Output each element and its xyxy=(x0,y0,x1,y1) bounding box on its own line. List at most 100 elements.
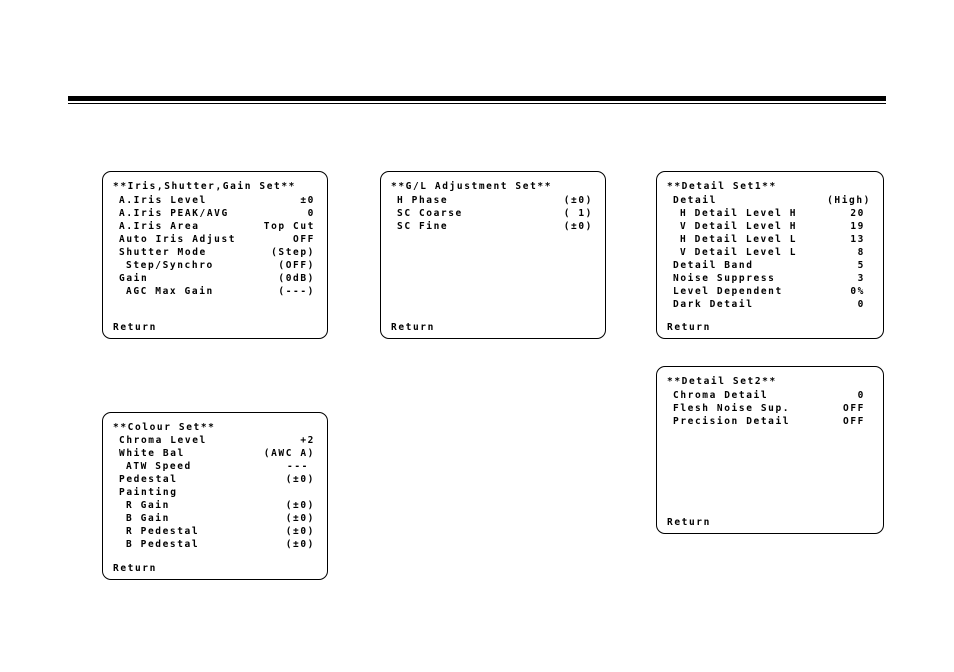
item-label: Flesh Noise Sup. xyxy=(673,403,791,414)
item-value: 0 xyxy=(857,299,865,310)
item-value: Top Cut xyxy=(263,221,315,232)
item-value: (±0) xyxy=(285,500,315,511)
item-label: Chroma Detail xyxy=(673,390,769,401)
menu-item-noise-suppress[interactable]: Noise Suppress 3 xyxy=(673,272,865,285)
menu-item-dark-detail[interactable]: Dark Detail 0 xyxy=(673,298,865,311)
item-label: Auto Iris Adjust xyxy=(119,234,237,245)
menu-item-shutter-mode[interactable]: Shutter Mode(Step) xyxy=(119,246,315,259)
item-label: Dark Detail xyxy=(673,299,754,310)
item-label: H Phase xyxy=(397,195,449,206)
menu-item-h-detail-level-l[interactable]: H Detail Level L 13 xyxy=(680,233,865,246)
item-label: B Gain xyxy=(126,513,170,524)
item-label: Gain xyxy=(119,273,149,284)
return-item[interactable]: Return xyxy=(391,322,435,333)
item-value: (---) xyxy=(278,286,315,297)
item-label: H Detail Level L xyxy=(680,234,798,245)
item-label: Noise Suppress xyxy=(673,273,776,284)
detail-set2-menu: **Detail Set2** Chroma Detail 0 Flesh Noi… xyxy=(656,366,884,534)
item-label: Painting xyxy=(119,487,178,498)
return-item[interactable]: Return xyxy=(667,322,711,333)
item-value: 20 xyxy=(850,208,865,219)
menu-title: **Detail Set2** xyxy=(667,376,777,387)
item-label: Precision Detail xyxy=(673,416,791,427)
item-value: OFF xyxy=(293,234,315,245)
item-label: Detail xyxy=(673,195,717,206)
return-item[interactable]: Return xyxy=(113,322,157,333)
item-value: 0% xyxy=(850,286,865,297)
item-value: ( 1) xyxy=(563,208,593,219)
header-rule-thin xyxy=(68,103,886,104)
menu-item-a-iris-level[interactable]: A.Iris Level±0 xyxy=(119,194,315,207)
menu-item-h-detail-level-h[interactable]: H Detail Level H 20 xyxy=(680,207,865,220)
item-value: 19 xyxy=(850,221,865,232)
item-value: 13 xyxy=(850,234,865,245)
menu-item-r-pedestal[interactable]: R Pedestal(±0) xyxy=(126,525,315,538)
item-value: +2 xyxy=(300,435,315,446)
item-value: (±0) xyxy=(285,526,315,537)
item-label: ATW Speed xyxy=(126,461,192,472)
menu-item-pedestal[interactable]: Pedestal(±0) xyxy=(119,473,315,486)
item-value: (Step) xyxy=(271,247,315,258)
item-value: (±0) xyxy=(563,221,593,232)
item-value: 3 xyxy=(857,273,865,284)
menu-item-h-phase[interactable]: H Phase (±0) xyxy=(397,194,593,207)
menu-item-chroma-level[interactable]: Chroma Level+2 xyxy=(119,434,315,447)
menu-item-b-gain[interactable]: B Gain (±0) xyxy=(126,512,315,525)
menu-item-auto-iris-adjust[interactable]: Auto Iris Adjust OFF xyxy=(119,233,315,246)
menu-item-sc-coarse[interactable]: SC Coarse( 1) xyxy=(397,207,593,220)
menu-item-flesh-noise-sup[interactable]: Flesh Noise Sup. OFF xyxy=(673,402,865,415)
item-value: 8 xyxy=(857,247,865,258)
item-value: (±0) xyxy=(285,539,315,550)
item-label: White Bal xyxy=(119,448,185,459)
item-value: (High) xyxy=(827,195,871,206)
iris-shutter-gain-menu: **Iris,Shutter,Gain Set** A.Iris Level±0… xyxy=(102,171,328,339)
item-label: Pedestal xyxy=(119,474,178,485)
menu-item-precision-detail[interactable]: Precision Detail OFF xyxy=(673,415,865,428)
item-label: Level Dependent xyxy=(673,286,783,297)
item-label: R Gain xyxy=(126,500,170,511)
item-label: B Pedestal xyxy=(126,539,200,550)
item-value: (AWC A) xyxy=(263,448,315,459)
menu-item-painting[interactable]: Painting xyxy=(119,486,315,499)
menu-item-sc-fine[interactable]: SC Fine (±0) xyxy=(397,220,593,233)
item-label: Step/Synchro xyxy=(126,260,214,271)
menu-item-level-dependent[interactable]: Level Dependent 0% xyxy=(673,285,865,298)
menu-item-v-detail-level-l[interactable]: V Detail Level L 8 xyxy=(680,246,865,259)
menu-title: **Colour Set** xyxy=(113,422,216,433)
item-value: 5 xyxy=(857,260,865,271)
item-label: SC Fine xyxy=(397,221,449,232)
menu-item-white-bal[interactable]: White Bal (AWC A) xyxy=(119,447,315,460)
return-item[interactable]: Return xyxy=(667,517,711,528)
menu-item-gain[interactable]: Gain (0dB) xyxy=(119,272,315,285)
item-label: A.Iris PEAK/AVG xyxy=(119,208,229,219)
item-label: V Detail Level L xyxy=(680,247,798,258)
colour-set-menu: **Colour Set** Chroma Level+2 White Bal (… xyxy=(102,412,328,580)
item-value: 0 xyxy=(857,390,865,401)
gl-adjustment-menu: **G/L Adjustment Set** H Phase (±0) SC Co… xyxy=(380,171,606,339)
item-value: (±0) xyxy=(285,513,315,524)
detail-set1-menu: **Detail Set1** Detail(High) H Detail Le… xyxy=(656,171,884,339)
item-value: OFF xyxy=(843,403,865,414)
menu-item-chroma-detail[interactable]: Chroma Detail 0 xyxy=(673,389,865,402)
menu-item-atw-speed[interactable]: ATW Speed --- xyxy=(126,460,309,473)
item-value: (±0) xyxy=(563,195,593,206)
menu-item-detail[interactable]: Detail (High) xyxy=(673,194,871,207)
menu-item-r-gain[interactable]: R Gain (±0) xyxy=(126,499,315,512)
item-label: AGC Max Gain xyxy=(126,286,214,297)
item-label: A.Iris Area xyxy=(119,221,200,232)
item-value: OFF xyxy=(843,416,865,427)
menu-item-agc-max-gain[interactable]: AGC Max Gain (---) xyxy=(126,285,315,298)
item-label: H Detail Level H xyxy=(680,208,798,219)
menu-item-a-iris-area[interactable]: A.Iris Area Top Cut xyxy=(119,220,315,233)
menu-title: **Iris,Shutter,Gain Set** xyxy=(113,181,296,192)
item-value: (0dB) xyxy=(278,273,315,284)
menu-item-step-synchro[interactable]: Step/Synchro(OFF) xyxy=(126,259,315,272)
menu-item-a-iris-peak-avg[interactable]: A.Iris PEAK/AVG 0 xyxy=(119,207,315,220)
item-value: --- xyxy=(287,461,309,472)
menu-title: **G/L Adjustment Set** xyxy=(391,181,553,192)
menu-item-b-pedestal[interactable]: B Pedestal (±0) xyxy=(126,538,315,551)
return-item[interactable]: Return xyxy=(113,563,157,574)
item-value: 0 xyxy=(307,208,315,219)
